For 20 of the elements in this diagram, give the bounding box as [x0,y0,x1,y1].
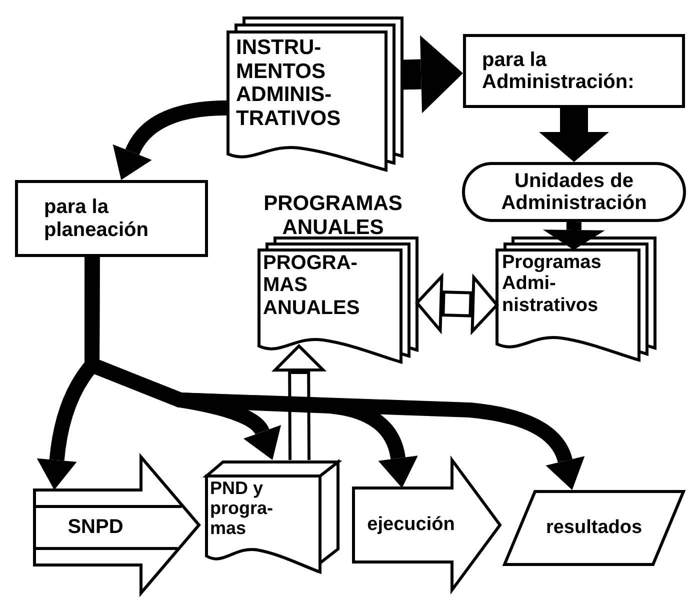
node-text: SNPD [68,516,124,539]
node-text: INSTRU- MENTOS ADMINIS- TRATIVOS [236,36,342,130]
node-text: Unidades de Administración [500,170,648,214]
arrow [113,100,228,180]
node-text: resultados [546,517,642,539]
arrow [542,222,605,250]
node-text: PROGRA- MAS ANUALES [263,252,361,320]
hollow-arrow [274,344,325,460]
node-text: PND y progra- mas [210,478,274,538]
arrow [402,35,463,114]
arrow [539,108,609,162]
process-box [463,34,685,108]
node-text: para la Administración: [482,48,636,94]
process-box [15,180,208,257]
node-text: para la planeación [44,196,150,241]
node-text: Programas Admi- nistrativos [502,252,602,316]
arrow [84,256,584,490]
node-heading: PROGRAMAS ANUALES [262,192,404,240]
hollow-arrow [416,274,498,333]
node-text: ejecución [367,514,455,536]
